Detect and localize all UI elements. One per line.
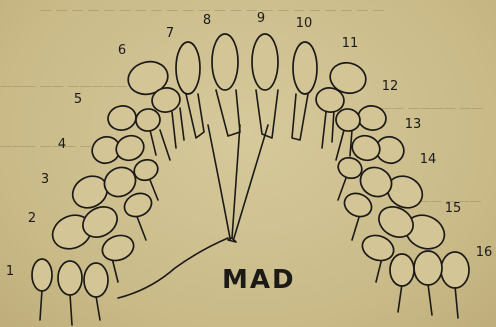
tooth-number-label: 1 [6,264,14,279]
hatched-crown [32,259,52,291]
tooth-number-label: 14 [420,152,437,167]
tooth-root [376,258,382,282]
tooth-root [398,284,402,312]
tooth-16 [390,251,469,318]
tooth-crown [390,254,414,286]
tooth-9 [252,34,278,138]
hatched-crown [176,42,200,94]
tooth-number-label: 13 [405,117,422,132]
tooth-number-label: 3 [41,172,49,187]
tooth-11 [314,59,369,148]
tooth-crown [414,251,442,285]
tooth-crown [359,231,397,264]
tooth-root [428,284,432,315]
tooth-1 [32,259,108,325]
tooth-root [350,130,352,156]
tooth-root [455,286,458,318]
tooth-root [292,94,308,140]
hatched-crown [84,263,108,297]
tooth-root [136,214,146,240]
tooth-crown [441,252,469,288]
tooth-root [322,112,326,148]
tooth-crown [99,231,137,264]
tooth-10 [292,42,317,140]
hatched-crown [252,34,278,90]
tooth-root [112,258,118,282]
tooth-root [40,290,42,320]
hatched-crown [58,261,82,295]
tooth-6 [125,57,184,148]
tooth-crown [293,42,317,94]
tooth-crown [113,132,148,164]
hatched-crown [212,34,238,90]
tooth-root [70,294,72,325]
tooth-number-label: 15 [445,201,462,216]
tooth-number-label: 5 [74,92,82,107]
tooth-root [150,180,158,200]
tooth-number-label: 11 [342,36,359,51]
tooth-root [150,130,156,155]
tooth-root [180,108,184,140]
tooth-root [336,130,344,160]
tooth-number-label: 6 [118,43,126,58]
tooth-root [332,110,334,142]
tooth-number-label: 7 [166,26,174,41]
tooth-crown [356,104,388,132]
tooth-number-label: 2 [28,211,36,226]
tooth-root [216,90,240,136]
tooth-8 [212,34,240,136]
tooth-root [96,296,100,320]
tooth-number-label: 12 [382,79,399,94]
tooth-root [352,214,360,240]
tooth-root [160,130,170,160]
tooth-number-label: 9 [257,11,265,26]
tooth-number-label: 10 [296,16,313,31]
tooth-root [172,112,176,148]
tooth-root [338,178,346,200]
tooth-root [186,94,204,138]
tooth-crown [106,104,138,132]
tooth-number-label: 16 [476,245,493,260]
tooth-number-label: 4 [58,137,66,152]
tooth-7 [176,42,204,138]
diagram-caption: MAD [222,265,296,295]
tooth-number-label: 8 [203,13,211,28]
